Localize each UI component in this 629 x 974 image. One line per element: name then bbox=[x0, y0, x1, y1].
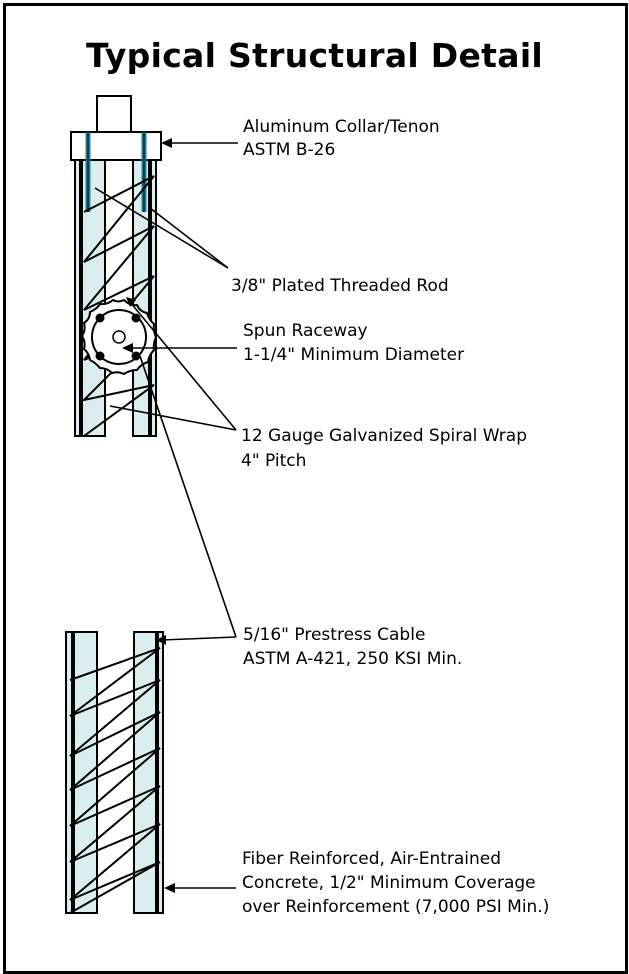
diagram-frame bbox=[3, 3, 628, 974]
lower-pole-section bbox=[65, 631, 164, 914]
cable-dot bbox=[131, 351, 141, 361]
concrete-label-line2: Concrete, 1/2" Minimum Coverage bbox=[242, 873, 536, 893]
upper-spiral-wrap bbox=[80, 175, 155, 437]
rod-leader-left bbox=[94, 187, 229, 269]
cable-dot bbox=[95, 313, 105, 323]
cable-label-line1: 5/16" Prestress Cable bbox=[243, 625, 425, 645]
cable-label-line2: ASTM A-421, 250 KSI Min. bbox=[243, 649, 462, 669]
lower-left-wall bbox=[65, 631, 98, 914]
collar-label-line1: Aluminum Collar/Tenon bbox=[243, 117, 440, 137]
rod-label: 3/8" Plated Threaded Rod bbox=[231, 276, 449, 296]
lower-spiral-wrap bbox=[69, 647, 161, 914]
cable-leader-section bbox=[139, 355, 237, 638]
spiral-leader-section bbox=[129, 301, 237, 431]
cable-arrowhead bbox=[156, 635, 166, 645]
concrete-label-line1: Fiber Reinforced, Air-Entrained bbox=[242, 849, 501, 869]
concrete-label-line3: over Reinforcement (7,000 PSI Min.) bbox=[242, 897, 549, 917]
spiral-leader-upper bbox=[109, 405, 237, 431]
raceway-arrowhead bbox=[122, 343, 133, 353]
callout-labels: Aluminum Collar/Tenon ASTM B-26 3/8" Pla… bbox=[231, 117, 549, 917]
aluminum-collar bbox=[70, 131, 162, 161]
page-title: Typical Structural Detail bbox=[85, 36, 544, 75]
spiral-arrowhead bbox=[126, 297, 136, 307]
tenon bbox=[96, 95, 132, 133]
spiral-label-line1: 12 Gauge Galvanized Spiral Wrap bbox=[241, 426, 527, 446]
raceway-label-line1: Spun Raceway bbox=[243, 321, 368, 341]
cable-dot bbox=[95, 351, 105, 361]
collar-label-line2: ASTM B-26 bbox=[243, 140, 335, 160]
rod-leader-right bbox=[149, 207, 229, 269]
raceway-label-line2: 1-1/4" Minimum Diameter bbox=[243, 345, 464, 365]
concrete-arrowhead bbox=[164, 883, 175, 893]
spiral-label-line2: 4" Pitch bbox=[241, 451, 306, 471]
collar-arrowhead bbox=[161, 138, 172, 148]
upper-pole-section bbox=[70, 95, 162, 437]
cable-leader-lower bbox=[161, 636, 237, 641]
leader-lines bbox=[94, 138, 238, 893]
spun-raceway bbox=[112, 330, 126, 344]
cable-dot bbox=[131, 313, 141, 323]
